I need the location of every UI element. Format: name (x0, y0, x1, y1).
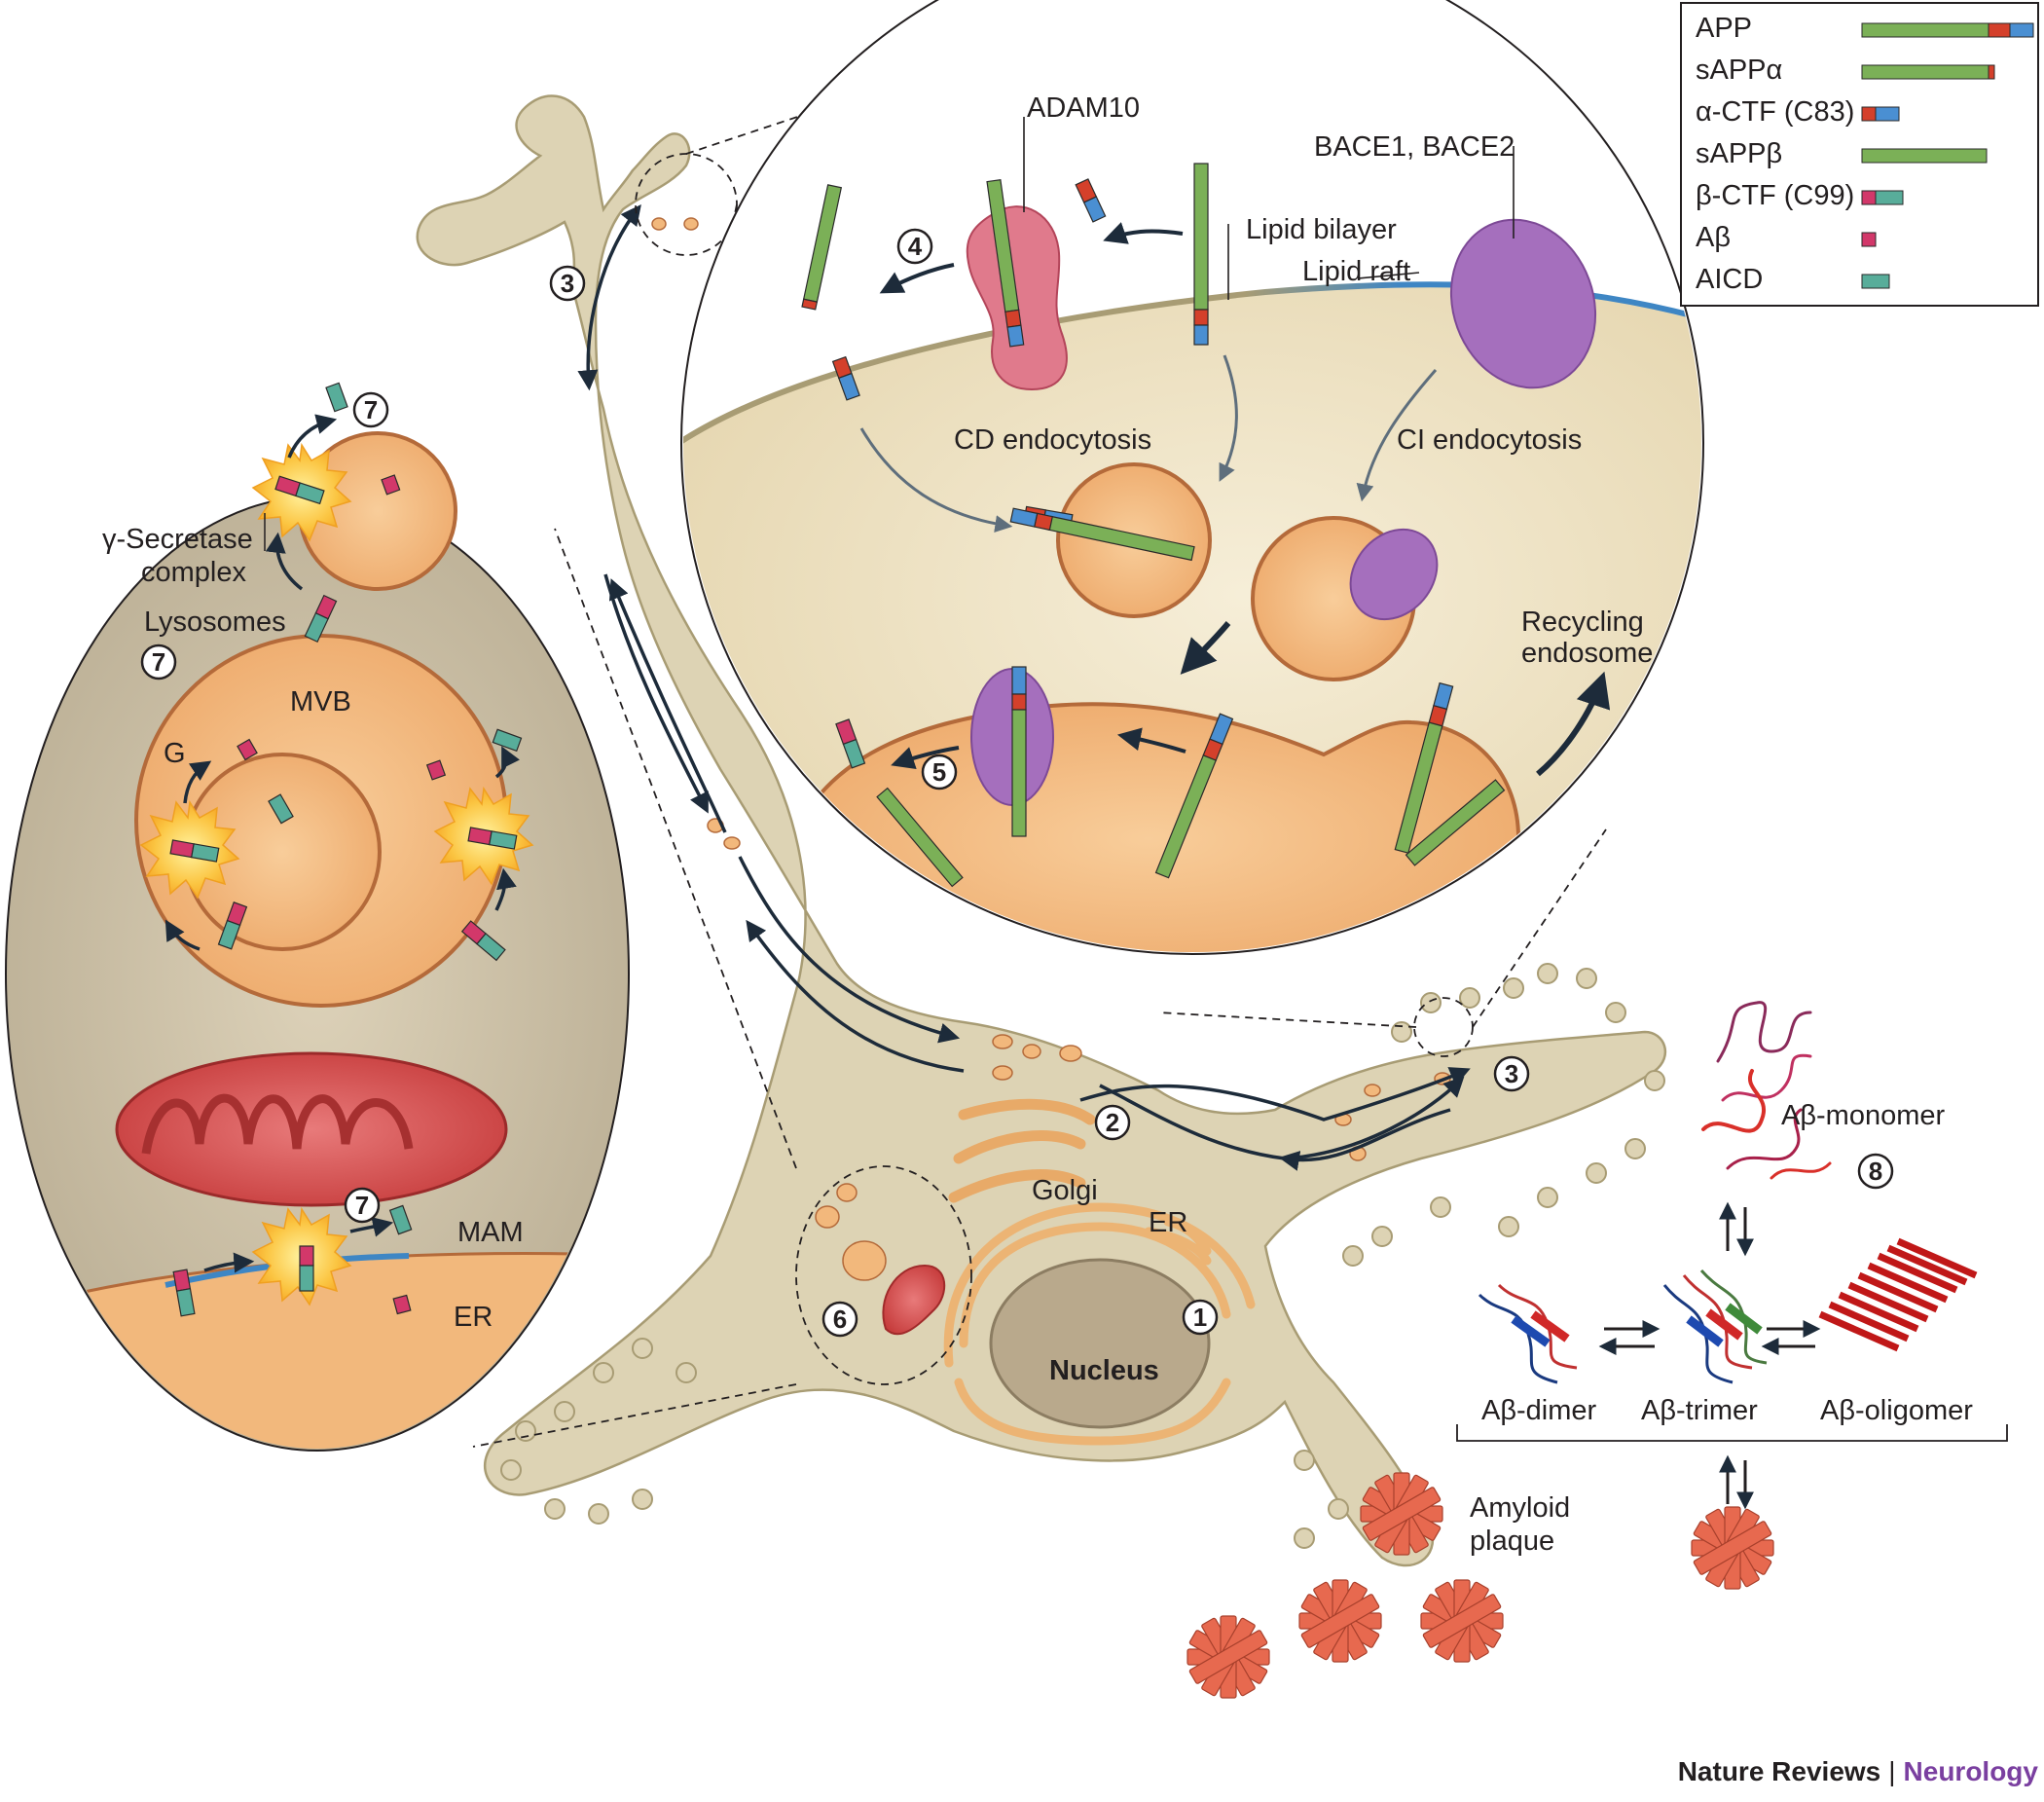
er-label: ER (1149, 1207, 1187, 1238)
abeta-dimer-graphic (1478, 1283, 1578, 1384)
mitochondrion (115, 1051, 508, 1207)
equilibrium-arrows (1598, 1201, 1821, 1510)
leader-lines (1023, 117, 1515, 300)
legend-item-abeta: Aβ (1696, 222, 1877, 253)
legend: APP sAPPα α-CTF (C83) sAPPβ β-CTF (C99) … (1680, 2, 2039, 307)
oval-arrows (164, 414, 520, 1273)
step-7-bottom: 7 (344, 1187, 381, 1224)
svg-text:sAPPβ: sAPPβ (1696, 138, 1782, 169)
legend-item-app: APP (1696, 13, 2034, 44)
legend-item-beta-ctf: β-CTF (C99) (1696, 180, 1904, 211)
credit-separator: | (1888, 1756, 1896, 1786)
dendritic-spines (500, 963, 1665, 1549)
step-2: 2 (1094, 1104, 1131, 1141)
svg-text:5: 5 (932, 757, 946, 787)
abeta-dimer-label: Aβ-dimer (1481, 1395, 1597, 1426)
lipid-bilayer-label: Lipid bilayer (1246, 214, 1397, 245)
svg-text:Aβ: Aβ (1696, 222, 1731, 253)
neuron (416, 94, 1666, 1567)
cd-endocytosis-label: CD endocytosis (954, 424, 1151, 456)
svg-text:α-CTF (C83): α-CTF (C83) (1696, 96, 1854, 128)
transport-tracks (577, 204, 1471, 1171)
journal-credit: Nature Reviews|Neurology (1678, 1756, 2038, 1787)
bace-label: BACE1, BACE2 (1314, 131, 1515, 163)
svg-text:3: 3 (1505, 1059, 1518, 1088)
journal-name: Nature Reviews (1677, 1756, 1881, 1786)
svg-text:4: 4 (908, 232, 923, 261)
oval-fragments (169, 382, 523, 1317)
soma-organelles (815, 1183, 946, 1336)
lysosomes-label: Lysosomes (144, 607, 286, 638)
adam10-label: ADAM10 (1027, 92, 1140, 124)
step-3-top: 3 (549, 265, 586, 302)
nucleus-label: Nucleus (1049, 1355, 1159, 1386)
step-8: 8 (1857, 1153, 1894, 1190)
svg-text:6: 6 (833, 1305, 847, 1334)
gamma-secretase-label-2: complex (141, 557, 246, 588)
bace-protein (1449, 218, 1597, 389)
abeta-oligomer-graphic (1818, 1237, 1978, 1352)
svg-text:2: 2 (1106, 1108, 1119, 1137)
abeta-monomer-label: Aβ-monomer (1781, 1100, 1946, 1131)
gamma-secretase-label-1: γ-Secretase (102, 524, 253, 555)
step-4: 4 (896, 228, 933, 265)
step-7-top: 7 (352, 391, 389, 428)
abeta-trimer-graphic (1662, 1269, 1768, 1384)
abeta-trimer-label: Aβ-trimer (1641, 1395, 1758, 1426)
step-5: 5 (921, 754, 958, 791)
intracellular-zoom-oval: 7 7 7 γ-Secretase complex Lysosomes MVB … (5, 382, 630, 1452)
svg-text:1: 1 (1193, 1303, 1207, 1332)
step-6: 6 (821, 1301, 858, 1338)
legend-item-alpha-ctf: α-CTF (C83) (1696, 96, 1900, 128)
golgi-apparatus (948, 1098, 1096, 1203)
step-3-right: 3 (1493, 1055, 1530, 1092)
abeta-oligomer-label: Aβ-oligomer (1820, 1395, 1973, 1426)
svg-text:3: 3 (561, 269, 574, 298)
legend-item-sappa: sAPPα (1696, 55, 1995, 86)
step-1: 1 (1182, 1299, 1219, 1336)
abeta-aggregation: Aβ-monomer 8 (1456, 1001, 2008, 1590)
lipid-raft-label: Lipid raft (1302, 256, 1410, 287)
journal-section: Neurology (1903, 1756, 2038, 1786)
er-left-label: ER (454, 1302, 493, 1333)
amyloid-plaque-label-2: plaque (1470, 1526, 1554, 1557)
ci-endocytosis-label: CI endocytosis (1397, 424, 1582, 456)
svg-text:AICD: AICD (1696, 264, 1763, 295)
nucleus (989, 1258, 1211, 1429)
step-7-middle: 7 (140, 644, 177, 680)
plaque-equilibrium (1691, 1506, 1774, 1590)
amyloid-plaque-label-1: Amyloid (1470, 1492, 1570, 1524)
svg-text:sAPPα: sAPPα (1696, 55, 1782, 86)
membrane-zoom-circle: 4 5 ADAM10 BACE1, BACE2 Lipid bilayer Li… (680, 0, 1704, 955)
species-bracket (1456, 1424, 2008, 1442)
legend-item-aicd: AICD (1696, 264, 1890, 295)
svg-text:8: 8 (1869, 1157, 1882, 1186)
mvb-label: MVB (290, 686, 351, 717)
svg-text:7: 7 (364, 395, 378, 424)
mam-label: MAM (457, 1217, 524, 1248)
zoom-circle-arrows (859, 222, 1611, 777)
svg-text:7: 7 (152, 647, 165, 677)
abeta-monomer-graphic (1701, 1001, 1832, 1180)
app-fragments (801, 163, 1506, 888)
er-membranes (943, 1202, 1256, 1446)
recycling-endosome-label-1: Recycling (1521, 607, 1644, 638)
bace-in-endosome (1349, 528, 1439, 621)
g-label: G (164, 738, 186, 769)
svg-text:7: 7 (355, 1191, 369, 1220)
svg-text:APP: APP (1696, 13, 1752, 44)
legend-item-sappb: sAPPβ (1696, 138, 1988, 169)
golgi-label: Golgi (1032, 1175, 1098, 1206)
svg-text:β-CTF (C99): β-CTF (C99) (1696, 180, 1854, 211)
recycling-endosome-label-2: endosome (1521, 638, 1653, 669)
